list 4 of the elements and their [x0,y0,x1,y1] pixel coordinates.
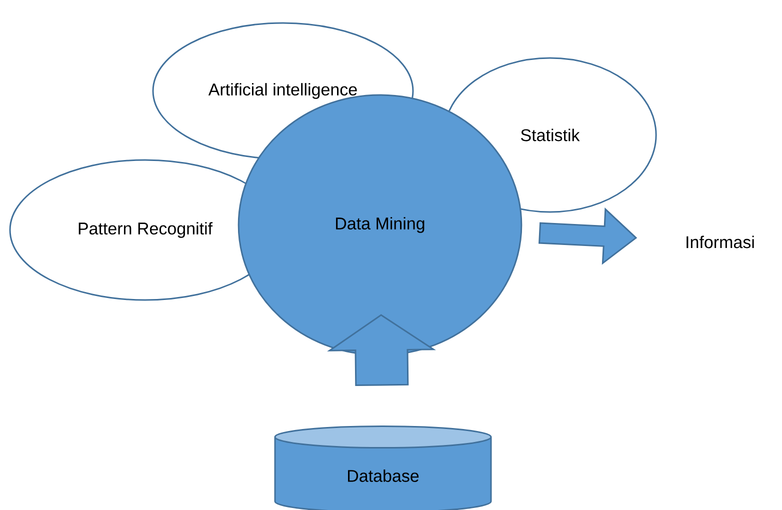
block-arrow [327,314,436,386]
label-text: Informasi [686,236,754,248]
cylinder: Database [274,425,492,510]
block-arrow [538,208,638,265]
